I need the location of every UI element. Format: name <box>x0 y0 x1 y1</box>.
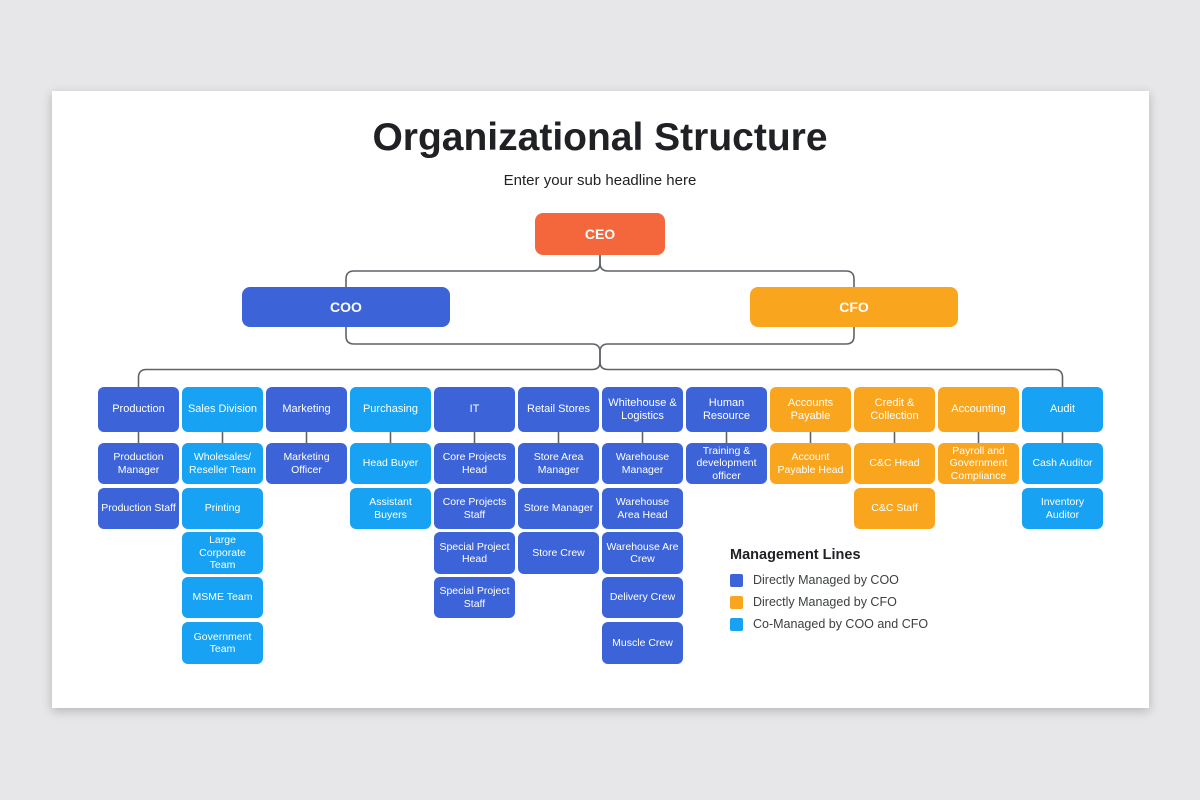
org-box-large-corporate-team: Large Corporate Team <box>182 532 263 574</box>
org-box-store-manager: Store Manager <box>518 488 599 529</box>
org-box-assistant-buyers: Assistant Buyers <box>350 488 431 529</box>
org-box-wholesales-reseller-team: Wholesales/ Reseller Team <box>182 443 263 484</box>
org-box-cc-staff: C&C Staff <box>854 488 935 529</box>
page-subtitle: Enter your sub headline here <box>503 172 697 189</box>
org-box-delivery-crew: Delivery Crew <box>602 577 683 618</box>
org-box-sales-division: Sales Division <box>182 387 263 432</box>
org-box-muscle-crew: Muscle Crew <box>602 622 683 664</box>
legend-chip-cfo <box>730 595 743 609</box>
org-box-cash-auditor: Cash Auditor <box>1022 443 1103 484</box>
org-box-whitehouse-logistics: Whitehouse & Logistics <box>602 387 683 432</box>
legend-title: Management Lines <box>730 547 861 563</box>
org-box-warehouse-area-head: Warehouse Area Head <box>602 488 683 529</box>
legend-item-cfo: Directly Managed by CFO <box>730 595 928 609</box>
org-box-accounting: Accounting <box>938 387 1019 432</box>
org-box-inventory-auditor: Inventory Auditor <box>1022 488 1103 529</box>
legend-item-comanaged: Co-Managed by COO and CFO <box>730 617 928 631</box>
legend-label: Co-Managed by COO and CFO <box>753 617 929 631</box>
org-box-core-projects-staff: Core Projects Staff <box>434 488 515 529</box>
org-box-retail-stores: Retail Stores <box>518 387 599 432</box>
org-box-government-team: Government Team <box>182 622 263 664</box>
org-box-core-projects-head: Core Projects Head <box>434 443 515 484</box>
org-box-training-development-officer: Training & development officer <box>686 443 767 484</box>
page-title: Organizational Structure <box>372 116 828 159</box>
cfo-box: CFO <box>750 287 958 327</box>
org-box-special-project-staff: Special Project Staff <box>434 577 515 618</box>
org-box-marketing-officer: Marketing Officer <box>266 443 347 484</box>
org-box-it: IT <box>434 387 515 432</box>
legend: Management Lines Directly Managed by COO… <box>730 547 928 639</box>
org-box-store-area-manager: Store Area Manager <box>518 443 599 484</box>
org-box-head-buyer: Head Buyer <box>350 443 431 484</box>
org-box-purchasing: Purchasing <box>350 387 431 432</box>
org-box-audit: Audit <box>1022 387 1103 432</box>
org-box-production-staff: Production Staff <box>98 488 179 529</box>
org-box-marketing: Marketing <box>266 387 347 432</box>
org-box-production-manager: Production Manager <box>98 443 179 484</box>
org-box-credit-collection: Credit & Collection <box>854 387 935 432</box>
ceo-box: CEO <box>535 213 665 255</box>
legend-item-coo: Directly Managed by COO <box>730 573 928 587</box>
coo-box: COO <box>242 287 450 327</box>
legend-label: Directly Managed by CFO <box>753 595 897 609</box>
legend-chip-comanaged <box>730 617 743 631</box>
org-box-production: Production <box>98 387 179 432</box>
org-box-cc-head: C&C Head <box>854 443 935 484</box>
legend-chip-coo <box>730 573 743 587</box>
org-box-special-project-head: Special Project Head <box>434 532 515 574</box>
legend-label: Directly Managed by COO <box>753 573 899 587</box>
org-box-human-resource: Human Resource <box>686 387 767 432</box>
org-box-warehouse-are-crew: Warehouse Are Crew <box>602 532 683 574</box>
org-box-account-payable-head: Account Payable Head <box>770 443 851 484</box>
org-box-accounts-payable: Accounts Payable <box>770 387 851 432</box>
org-box-warehouse-manager: Warehouse Manager <box>602 443 683 484</box>
org-box-msme-team: MSME Team <box>182 577 263 618</box>
org-box-printing: Printing <box>182 488 263 529</box>
org-box-store-crew: Store Crew <box>518 532 599 574</box>
org-box-payroll-government-compliance: Payroll and Government Compliance <box>938 443 1019 484</box>
